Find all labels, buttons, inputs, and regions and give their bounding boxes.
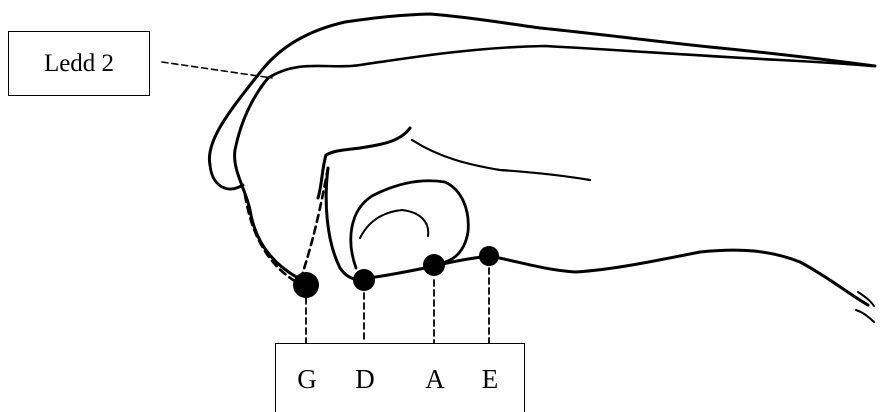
middle-finger-top [318,128,410,198]
ring-finger-inner [360,210,428,238]
index-finger-front [235,78,298,278]
palm-bottom [368,250,868,305]
string-dot-a [423,254,445,276]
string-labels-box: G D A E [275,343,525,412]
string-dot-e [479,246,499,266]
joint-label: Ledd 2 [44,50,114,77]
string-dot-g [293,272,319,298]
string-label-e: E [475,364,505,394]
joint-leader-line [162,62,272,78]
middle-finger-back [412,140,590,180]
string-dot-d [353,269,375,291]
wrist-mark-2 [856,310,874,322]
middle-finger-front [326,168,366,280]
joint-label-box: Ledd 2 [8,31,150,96]
string-label-d: D [350,364,380,394]
hand-outline-top-inner [268,46,872,78]
hand-outline-top [209,14,875,165]
string-label-g: G [292,364,322,394]
string-label-a: A [420,364,450,394]
index-finger-dashed-back [245,195,298,283]
index-finger-dashed-inner [302,168,328,275]
